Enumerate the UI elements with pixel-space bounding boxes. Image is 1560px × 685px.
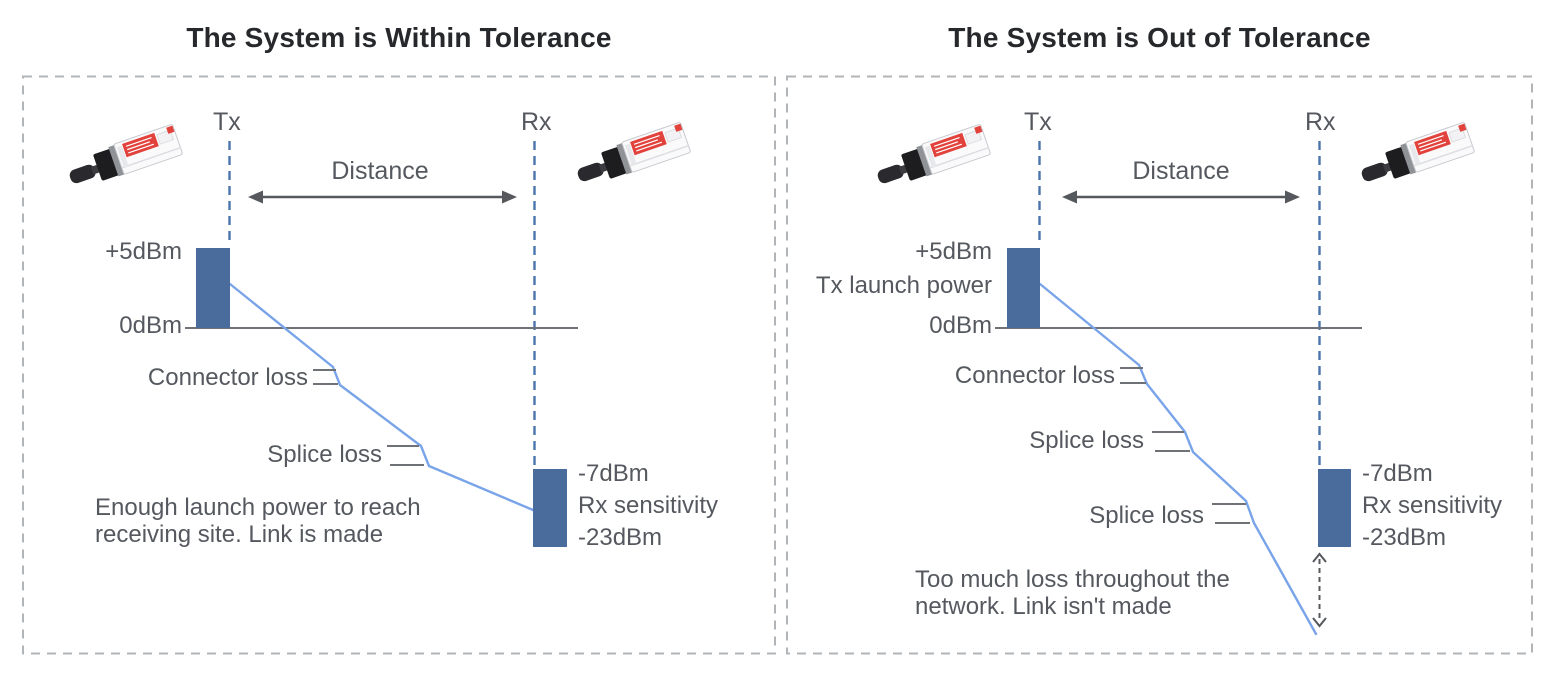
tx-power-bar	[196, 248, 230, 328]
rx-floor-value: -23dBm	[578, 524, 663, 551]
sfp-transceiver-image	[1356, 121, 1476, 188]
connector-loss-marker	[1120, 367, 1146, 384]
zero-dbm-label: 0dBm	[929, 312, 992, 339]
splice-loss-label: Splice loss	[267, 441, 382, 468]
panel-note: Too much loss throughout the network. Li…	[915, 566, 1230, 620]
rx-readout: -7dBm Rx sensitivity -23dBm	[1362, 458, 1502, 554]
rx-sensitivity-bar	[1318, 469, 1351, 547]
panel-title: The System is Within Tolerance	[186, 22, 612, 53]
power-gap-arrow	[1312, 552, 1327, 628]
connector-loss-label: Connector loss	[147, 364, 308, 391]
connector-loss-label: Connector loss	[954, 362, 1115, 389]
rx-label: Rx	[521, 108, 552, 136]
distance-arrow	[248, 190, 517, 204]
sfp-transceiver-image	[872, 123, 992, 190]
splice-loss-marker	[387, 445, 424, 466]
splice-loss-marker	[1152, 431, 1190, 452]
tx-launch-power-label: Tx launch power	[815, 272, 992, 299]
rx-readout: -7dBm Rx sensitivity -23dBm	[578, 458, 718, 554]
tx-label: Tx	[1024, 108, 1052, 136]
distance-label: Distance	[1132, 157, 1230, 185]
panel-box-out-of-tolerance	[786, 75, 1533, 655]
tx-power-value: +5dBm	[915, 238, 992, 265]
sfp-transceiver-image	[572, 121, 692, 188]
distance-arrow	[1062, 190, 1300, 204]
splice-loss-label: Splice loss	[1089, 502, 1204, 529]
tx-power-bar	[1007, 248, 1040, 328]
rx-floor-value: -23dBm	[1362, 524, 1447, 551]
rx-overload-value: -7dBm	[578, 460, 649, 487]
zero-dbm-label: 0dBm	[119, 312, 182, 339]
rx-overload-value: -7dBm	[1362, 460, 1433, 487]
tx-power-value: +5dBm	[105, 238, 182, 265]
connector-loss-marker	[313, 369, 338, 385]
sfp-transceiver-image	[64, 123, 184, 190]
panel-box-within-tolerance	[22, 75, 776, 655]
rx-sensitivity-label: Rx sensitivity	[578, 492, 719, 519]
distance-label: Distance	[331, 157, 429, 185]
rx-label: Rx	[1305, 108, 1336, 136]
rx-sensitivity-label: Rx sensitivity	[1362, 492, 1503, 519]
loss-slope-line-within	[228, 282, 535, 512]
splice-loss-marker	[1212, 503, 1250, 524]
splice-loss-label: Splice loss	[1029, 427, 1144, 454]
tx-label: Tx	[213, 108, 241, 136]
panel-note: Enough launch power to reach receiving s…	[95, 494, 421, 548]
panel-title: The System is Out of Tolerance	[948, 22, 1371, 53]
rx-sensitivity-bar	[533, 469, 567, 547]
